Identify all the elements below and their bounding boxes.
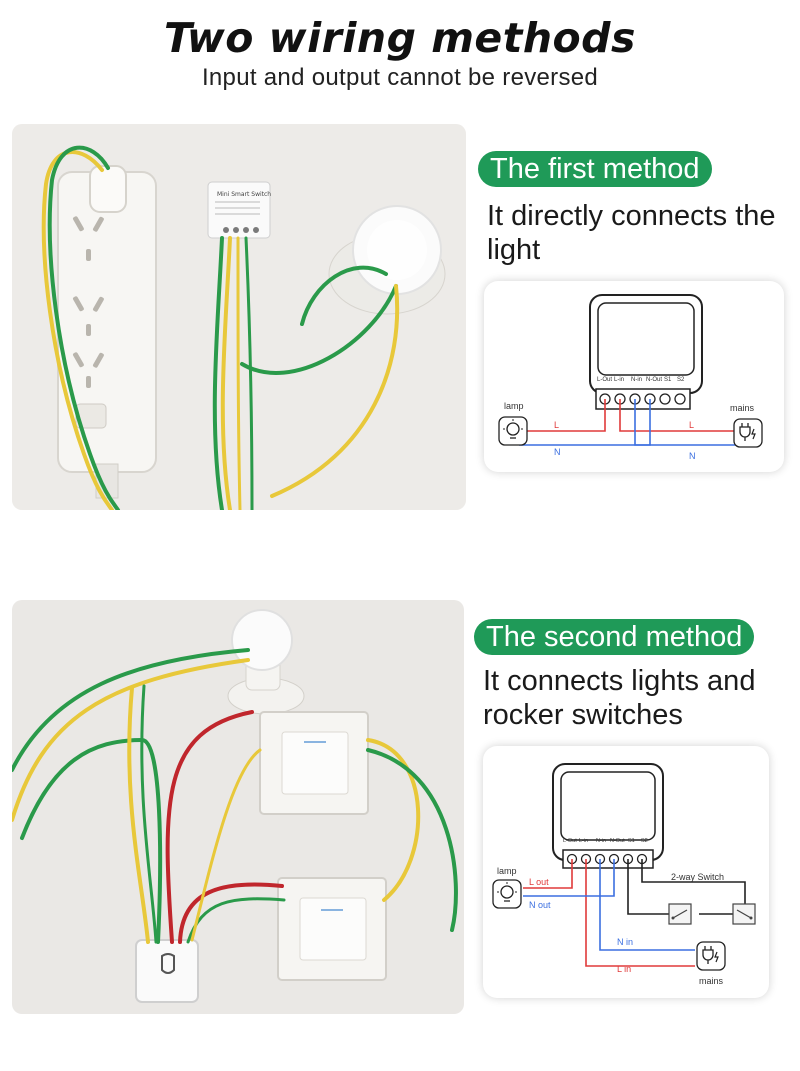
svg-text:L-in: L-in [579, 838, 588, 844]
svg-text:S2: S2 [641, 838, 648, 844]
method2-description: It connects lights and rocker switches [483, 665, 756, 731]
svg-text:N: N [689, 451, 696, 461]
method1-wiring-diagram: L-Out L-in N-in N-Out S1 S2 L L N N lamp [484, 281, 784, 472]
svg-text:mains: mains [699, 976, 724, 986]
svg-text:L: L [689, 420, 694, 430]
svg-text:S1: S1 [664, 377, 672, 383]
method2-label: The second method [474, 619, 755, 655]
svg-text:L-in: L-in [614, 377, 624, 383]
svg-text:L: L [554, 420, 559, 430]
svg-text:Mini Smart Switch: Mini Smart Switch [217, 191, 271, 198]
svg-text:S2: S2 [677, 377, 685, 383]
mini-switch [135, 939, 199, 1003]
svg-text:L in: L in [617, 964, 631, 974]
svg-text:L-Out: L-Out [597, 377, 612, 383]
lamp-fixture [227, 609, 305, 715]
rocker-switch-bottom [277, 877, 387, 981]
svg-text:N-in: N-in [631, 377, 642, 383]
svg-text:N in: N in [617, 937, 633, 947]
svg-text:mains: mains [730, 403, 755, 413]
svg-text:2-way Switch: 2-way Switch [671, 872, 724, 882]
method2-photo [12, 600, 464, 1014]
method1-label: The first method [478, 151, 712, 187]
svg-text:N-Out: N-Out [646, 377, 662, 383]
plug-icon [733, 418, 763, 448]
svg-text:L-Out: L-Out [563, 838, 577, 844]
svg-text:N out: N out [529, 900, 551, 910]
switch-icon [732, 903, 756, 925]
method1-photo: Mini Smart Switch [12, 124, 466, 510]
page-title: Two wiring methods [164, 14, 636, 62]
svg-text:lamp: lamp [504, 401, 524, 411]
svg-text:N-in: N-in [596, 838, 606, 844]
mini-switch: Mini Smart Switch [207, 181, 271, 239]
power-strip [57, 165, 157, 499]
page-subtitle: Input and output cannot be reversed [201, 64, 599, 91]
lamp-icon [492, 879, 522, 909]
rocker-switch-top [259, 711, 369, 815]
svg-text:lamp: lamp [497, 866, 517, 876]
svg-text:N: N [554, 447, 561, 457]
svg-text:L out: L out [529, 877, 549, 887]
method1-description: It directly connects the light [487, 200, 776, 266]
svg-text:N-Out: N-Out [610, 838, 625, 844]
svg-text:S1: S1 [628, 838, 635, 844]
lamp-icon [498, 416, 528, 446]
switch-icon [668, 903, 692, 925]
method2-wiring-diagram: L-Out L-in N-in N-Out S1 S2 L out N out … [483, 746, 769, 998]
plug-icon [696, 941, 726, 971]
